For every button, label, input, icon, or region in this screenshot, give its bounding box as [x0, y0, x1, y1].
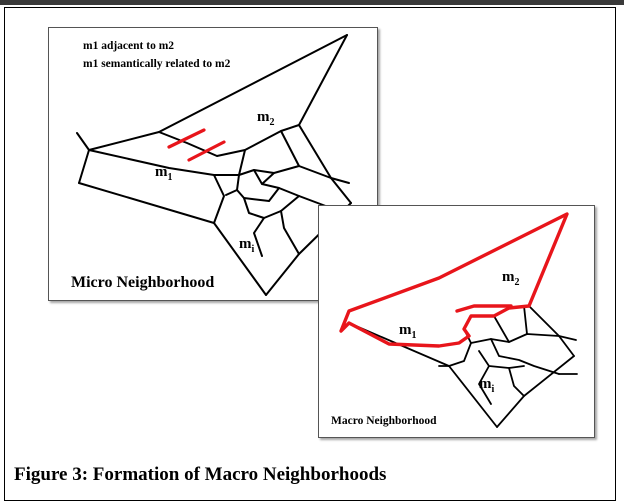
- micro-note-line2: m1 semantically related to m2: [83, 58, 231, 70]
- micro-note-line1: m1 adjacent to m2: [83, 40, 174, 52]
- figure-caption: Figure 3: Formation of Macro Neighborhoo…: [14, 464, 387, 485]
- micro-highlight-links: [167, 128, 226, 162]
- macro-neighborhood-panel: m1 m2 mi Macro Neighborhood: [318, 205, 595, 438]
- top-strip: [0, 0, 624, 5]
- micro-title: Micro Neighborhood: [71, 274, 214, 291]
- micro-label-mi: mi: [239, 236, 255, 255]
- micro-label-m1: m1: [155, 164, 173, 183]
- micro-label-m2: m2: [257, 109, 275, 128]
- macro-label-m1: m1: [399, 322, 417, 341]
- micro-edges: [76, 34, 353, 296]
- macro-title: Macro Neighborhood: [331, 415, 437, 427]
- micro-graph: m1 adjacent to m2 m1 semantically relate…: [71, 34, 353, 296]
- macro-highlight-boundary: [339, 212, 569, 348]
- macro-graph: m1 m2 mi Macro Neighborhood: [331, 212, 578, 428]
- figure-frame: [4, 7, 616, 501]
- macro-edges: [348, 213, 578, 428]
- macro-label-m2: m2: [502, 269, 520, 288]
- macro-label-mi: mi: [479, 376, 495, 395]
